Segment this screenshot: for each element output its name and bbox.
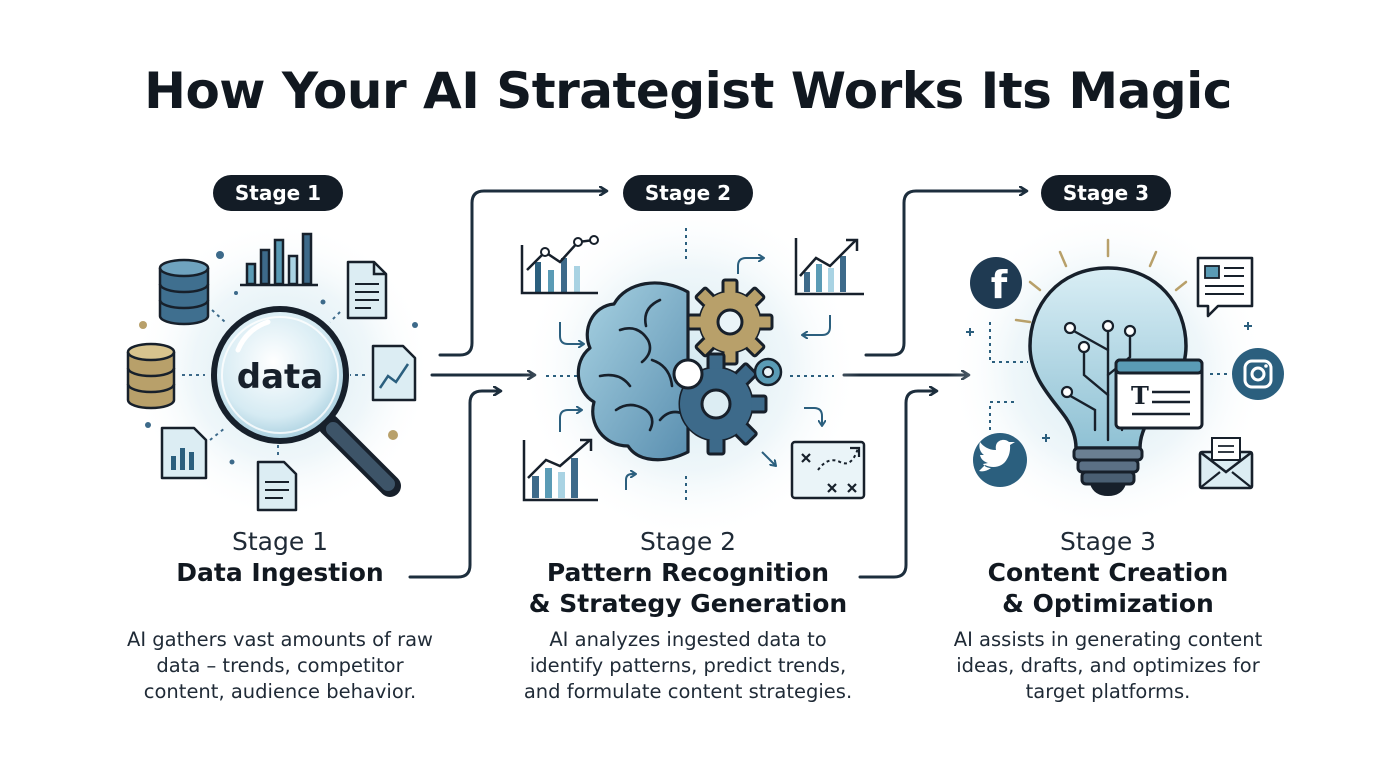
stage-1-title-line: Data Ingestion <box>176 558 384 587</box>
email-icon <box>1198 437 1254 490</box>
stage-1-title: Data Ingestion <box>110 557 450 588</box>
stage-2-illustration <box>520 200 866 540</box>
stage-3-title: Content Creation & Optimization <box>908 557 1308 619</box>
stage-1-badge: Stage 1 <box>213 175 343 211</box>
stage-1-desc-line: content, audience behavior. <box>143 680 417 703</box>
arrow-icon <box>858 391 936 579</box>
stage-1-desc-line: AI gathers vast amounts of raw <box>127 628 433 651</box>
stage-1-desc-line: data – trends, competitor <box>156 654 404 677</box>
facebook-icon: f <box>970 257 1022 309</box>
stage-3-number: Stage 3 <box>1059 527 1157 556</box>
facebook-glyph: f <box>991 263 1008 307</box>
arrow-icon <box>864 191 1026 357</box>
brain-core <box>672 358 704 390</box>
stage-1-illustration: data <box>126 220 432 520</box>
arrow-icon <box>438 191 606 357</box>
stage-3-desc-line: AI assists in generating content <box>953 628 1263 651</box>
light-rays <box>1014 238 1188 324</box>
stage-2-desc-line: identify patterns, predict trends, <box>529 654 847 677</box>
stage-2-title: Pattern Recognition & Strategy Generatio… <box>488 557 888 619</box>
database-icon <box>158 258 210 326</box>
stage-2-badge: Stage 2 <box>623 175 753 211</box>
document-icon <box>346 260 388 320</box>
mini-arrows <box>559 258 831 490</box>
document-icon <box>256 460 298 512</box>
stage-3-title-line: & Optimization <box>1002 589 1214 618</box>
magnifier-label: data <box>237 357 323 397</box>
arrow-icon <box>408 391 500 579</box>
stage-3-illustration: T f <box>948 210 1284 530</box>
sparkle-dots <box>139 251 418 465</box>
gear-icon <box>674 278 783 456</box>
stage-2-description: AI analyzes ingested data to identify pa… <box>478 627 898 705</box>
database-icon <box>126 342 176 410</box>
stage-1-number: Stage 1 <box>231 527 329 556</box>
dotted-flow <box>546 228 834 500</box>
decor-plus <box>966 322 1252 442</box>
line-chart-icon <box>520 235 599 295</box>
stage-3-description: AI assists in generating content ideas, … <box>898 627 1318 705</box>
connector-lines <box>182 309 365 455</box>
editor-glyph: T <box>1131 381 1149 410</box>
magnifier-icon <box>211 306 401 497</box>
stage-1-description: AI gathers vast amounts of raw data – tr… <box>100 627 460 705</box>
text-editor-icon: T <box>1114 358 1204 430</box>
stage-2-title-line: Pattern Recognition <box>546 558 830 587</box>
instagram-icon <box>1232 348 1284 400</box>
bar-chart-icon <box>160 426 208 480</box>
stage-2-number: Stage 2 <box>639 527 737 556</box>
flow-arrows <box>408 191 1026 579</box>
decor-dotted <box>989 322 1230 430</box>
stage-3-title-line: Content Creation <box>987 558 1229 587</box>
line-chart-icon <box>794 238 864 296</box>
strategy-board-icon <box>790 440 866 500</box>
bar-chart-icon <box>240 232 318 287</box>
stage-2-title-line: & Strategy Generation <box>528 589 848 618</box>
stage-3-desc-line: target platforms. <box>1025 680 1191 703</box>
stage-3-badge: Stage 3 <box>1041 175 1171 211</box>
brain-icon <box>576 281 690 462</box>
line-chart-icon <box>371 344 417 402</box>
stage-2-desc-line: AI analyzes ingested data to <box>549 628 827 651</box>
stage-2-desc-line: and formulate content strategies. <box>523 680 853 703</box>
stage-3-desc-line: ideas, drafts, and optimizes for <box>956 654 1260 677</box>
line-chart-icon <box>522 438 598 502</box>
page-title: How Your AI Strategist Works Its Magic <box>144 62 1232 120</box>
news-icon <box>1196 256 1254 318</box>
twitter-icon <box>973 433 1027 487</box>
